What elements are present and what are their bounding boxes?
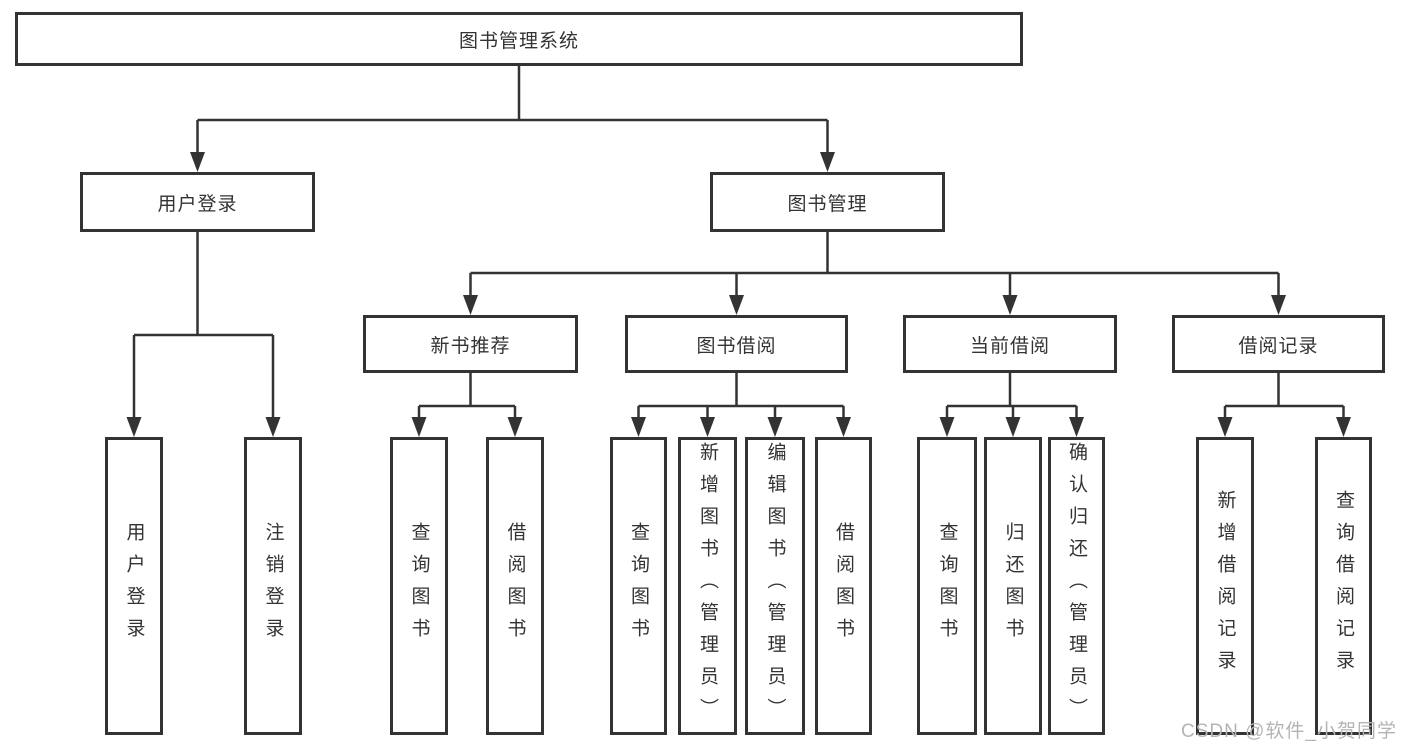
node-label: 注销登录: [262, 522, 284, 650]
node-new-book-recommend: 新书推荐: [363, 315, 578, 373]
node-library-system: 图书管理系统: [15, 12, 1023, 66]
node-label: 借阅图书: [833, 522, 854, 650]
node-label: 查询图书: [628, 522, 649, 650]
leaf-borrow-books-recommend: 借阅图书: [486, 437, 544, 735]
node-label: 用户登录: [123, 522, 145, 650]
node-label: 图书借阅: [696, 335, 777, 357]
leaf-query-books-borrow: 查询图书: [610, 437, 667, 735]
leaf-query-books-current: 查询图书: [917, 437, 977, 735]
node-book-borrow: 图书借阅: [625, 315, 848, 373]
node-label: 归还图书: [1002, 522, 1024, 650]
node-label: 用户登录: [157, 193, 238, 215]
node-label: 当前借阅: [969, 335, 1050, 357]
arrowheads: [126, 152, 1351, 437]
leaf-query-books-recommend: 查询图书: [390, 437, 448, 735]
node-label: 编辑图书（管理员）: [764, 442, 786, 730]
node-label: 新增借阅记录: [1214, 490, 1236, 682]
node-label: 新增图书（管理员）: [697, 442, 718, 730]
node-label: 查询借阅记录: [1333, 490, 1354, 682]
node-current-borrow: 当前借阅: [903, 315, 1117, 373]
leaf-add-borrow-record: 新增借阅记录: [1196, 437, 1254, 735]
leaf-query-borrow-record: 查询借阅记录: [1315, 437, 1372, 735]
watermark: CSDN @软件_小贺同学: [1181, 721, 1397, 742]
node-label: 借阅记录: [1238, 335, 1319, 357]
node-label: 图书管理: [787, 193, 868, 215]
leaf-user-login: 用户登录: [105, 437, 163, 735]
node-user-login: 用户登录: [80, 172, 315, 232]
node-label: 新书推荐: [430, 335, 511, 357]
leaf-add-book-admin: 新增图书（管理员）: [678, 437, 737, 735]
leaf-confirm-return-admin: 确认归还（管理员）: [1048, 437, 1105, 735]
leaf-borrow-books: 借阅图书: [815, 437, 872, 735]
leaf-edit-book-admin: 编辑图书（管理员）: [745, 437, 805, 735]
node-borrow-records: 借阅记录: [1172, 315, 1385, 373]
node-label: 借阅图书: [504, 522, 526, 650]
leaf-return-books: 归还图书: [984, 437, 1042, 735]
node-label: 查询图书: [936, 522, 958, 650]
node-book-management: 图书管理: [710, 172, 945, 232]
node-label: 图书管理系统: [458, 30, 579, 52]
node-label: 确认归还（管理员）: [1066, 442, 1087, 730]
leaf-logout: 注销登录: [244, 437, 302, 735]
node-label: 查询图书: [408, 522, 430, 650]
